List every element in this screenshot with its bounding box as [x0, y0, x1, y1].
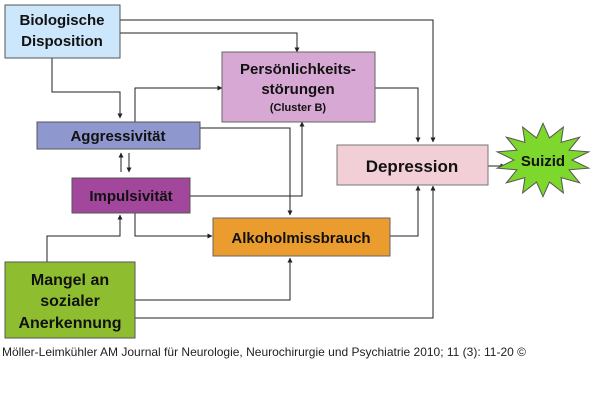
- node-aggressivitaet-box: [36, 121, 201, 150]
- diagram-canvas: Biologische Disposition Persönlichkeits-…: [4, 4, 591, 339]
- node-aggressivitaet: Aggressivität: [36, 121, 201, 150]
- arrow-impuls-to-persoenlichkeit: [190, 121, 305, 197]
- arrow-aggr-to-alkohol: [200, 127, 293, 216]
- node-mangel-box: [4, 261, 136, 339]
- arrow-bio-to-persoenlichkeit: [120, 32, 300, 53]
- node-suizid: Suizid: [495, 122, 591, 198]
- node-mangel-line1: Mangel an: [31, 272, 109, 289]
- starburst-icon: [495, 122, 591, 198]
- node-persoenlichkeit-line1: Persönlichkeits-: [240, 61, 356, 78]
- connectors: [46, 19, 506, 319]
- node-mangel-sozialer-anerkennung: Mangel an sozialer Anerkennung: [4, 261, 136, 339]
- arrow-persoenlichkeit-to-depression: [375, 87, 421, 143]
- arrow-alkohol-to-depression: [390, 185, 421, 237]
- node-depression-label: Depression: [366, 157, 459, 176]
- node-biologische-disposition-box: [4, 4, 121, 59]
- arrow-impuls-to-alkohol: [134, 213, 213, 239]
- node-persoenlichkeit-line2: störungen: [261, 81, 334, 98]
- arrow-bio-to-aggressivitaet: [51, 58, 123, 119]
- arrow-mangel-to-depression: [135, 185, 436, 319]
- arrow-mangel-to-alkohol: [135, 257, 293, 301]
- node-biologische-line1: Biologische: [19, 12, 104, 29]
- node-mangel-line2: sozialer: [40, 293, 100, 310]
- node-persoenlichkeitsstoerungen: Persönlichkeits- störungen (Cluster B): [221, 51, 376, 123]
- node-persoenlichkeit-box: [221, 51, 376, 123]
- arrow-aggr-to-persoenlichkeit: [134, 85, 223, 122]
- arrow-bio-to-depression: [120, 19, 436, 143]
- connector-aggr-impuls: [118, 152, 132, 173]
- node-mangel-line3: Anerkennung: [18, 315, 121, 332]
- node-suizid-label: Suizid: [521, 153, 565, 170]
- node-biologische-line2: Disposition: [21, 33, 103, 50]
- node-alkoholmissbrauch: Alkoholmissbrauch: [212, 217, 391, 257]
- node-depression: Depression: [336, 144, 489, 186]
- node-depression-box: [336, 144, 489, 186]
- node-biologische-disposition: Biologische Disposition: [4, 4, 121, 59]
- node-aggressivitaet-label: Aggressivität: [70, 128, 165, 145]
- arrow-mangel-to-impuls: [46, 214, 123, 262]
- node-impulsivitaet-label: Impulsivität: [89, 188, 172, 205]
- node-impulsivitaet-box: [71, 177, 191, 214]
- node-alkohol-label: Alkoholmissbrauch: [231, 230, 370, 247]
- source-caption: Möller-Leimkühler AM Journal für Neurolo…: [2, 345, 526, 359]
- node-alkohol-box: [212, 217, 391, 257]
- node-impulsivitaet: Impulsivität: [71, 177, 191, 214]
- node-persoenlichkeit-line3: (Cluster B): [270, 102, 327, 114]
